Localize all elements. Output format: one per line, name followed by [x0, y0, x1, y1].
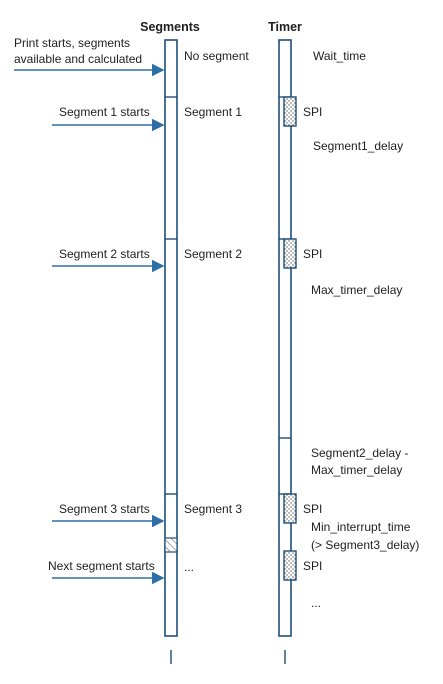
- spi-label-4: SPI: [303, 559, 322, 573]
- next-segment-start-label: Next segment starts: [48, 559, 155, 573]
- segment2-start-label: Segment 2 starts: [59, 247, 150, 261]
- spi-label-3: SPI: [303, 502, 322, 516]
- min-interrupt-label-line1: Min_interrupt_time: [311, 520, 411, 534]
- segment1-label: Segment 1: [184, 105, 242, 119]
- segment-overlap-hatch: [164, 537, 178, 553]
- segment1-start-label: Segment 1 starts: [59, 105, 150, 119]
- spi-block-1: [283, 96, 297, 127]
- timer-header: Timer: [268, 20, 302, 34]
- spi-block-2: [283, 238, 297, 269]
- print-start-label-line1: Print starts, segments: [14, 36, 130, 50]
- spi-block-3: [283, 493, 297, 524]
- max-timer-delay-label: Max_timer_delay: [311, 283, 402, 297]
- segment3-start-label: Segment 3 starts: [59, 502, 150, 516]
- segment3-label: Segment 3: [184, 502, 242, 516]
- segments-header: Segments: [140, 20, 200, 34]
- min-interrupt-label-line2: (> Segment3_delay): [311, 538, 419, 552]
- segments-ellipsis: ...: [184, 560, 194, 574]
- segment2-label: Segment 2: [184, 247, 242, 261]
- segment2-delay-label-line2: Max_timer_delay: [311, 463, 402, 477]
- spi-label-2: SPI: [303, 247, 322, 261]
- no-segment-label: No segment: [184, 49, 249, 63]
- spi-label-1: SPI: [303, 105, 322, 119]
- segment2-delay-label-line1: Segment2_delay -: [311, 446, 408, 460]
- segments-lifeline-bar: [164, 39, 178, 637]
- spi-block-4: [283, 550, 297, 581]
- timer-lifeline-bar: [278, 39, 292, 637]
- segment1-delay-label: Segment1_delay: [313, 139, 403, 153]
- timer-ellipsis: ...: [311, 596, 321, 610]
- wait-time-label: Wait_time: [313, 49, 366, 63]
- print-start-label-line2: available and calculated: [14, 52, 142, 66]
